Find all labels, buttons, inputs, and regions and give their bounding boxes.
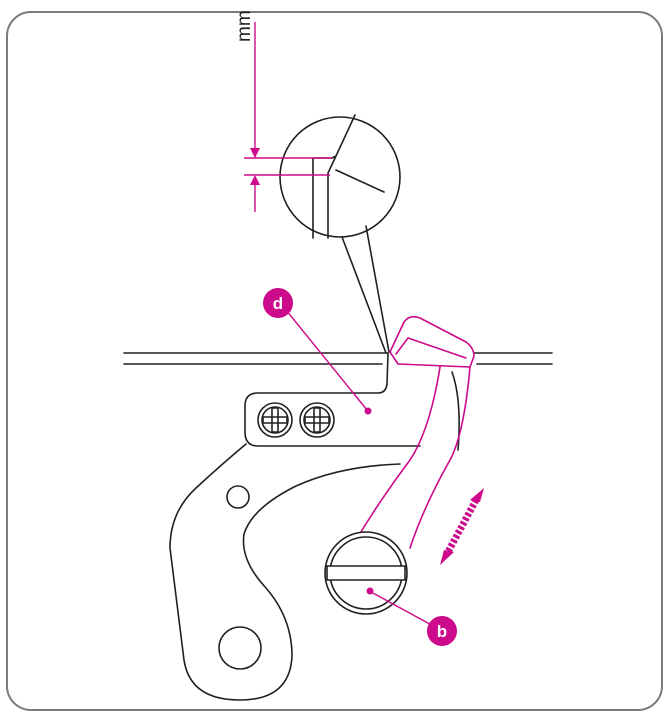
diagram-frame [6,11,663,711]
bracket-hole-large [218,626,262,670]
lever-hook-inner [395,337,467,359]
lever-arm [355,366,471,549]
plate-and-bracket [123,114,553,701]
callout-d-dot [364,407,372,415]
callout-b: b [366,587,457,646]
bracket-screw-left [257,402,293,438]
bracket-body [244,353,421,447]
bracket-screw-right [299,402,335,438]
bracket-arm [169,443,401,701]
callout-d-text: d [273,294,283,313]
dimension-arrow-up [250,175,260,185]
callout-d-leader [285,309,368,411]
dimension-arrow-down [250,148,260,158]
magnified-hook-detail [312,114,385,239]
lever-part [355,315,475,549]
plate-inner-curve [451,371,460,451]
magnifier-circle [279,116,401,238]
callout-b-dot [366,587,374,595]
eccentric-screw [324,531,408,615]
magnifier-pointer-left [341,236,387,354]
lever-hook [389,315,475,368]
callout-d: d [263,288,372,415]
magnifier-pointer-right [365,225,390,353]
dimension-unit-label: mm [234,10,255,42]
callout-b-badge [427,616,457,646]
callout-d-badge [263,288,293,318]
dimension-markers [244,22,332,212]
adjustment-arrow [440,488,484,565]
callout-b-leader [370,591,438,629]
bracket-hole-small [226,485,250,509]
callout-b-text: b [437,622,447,641]
